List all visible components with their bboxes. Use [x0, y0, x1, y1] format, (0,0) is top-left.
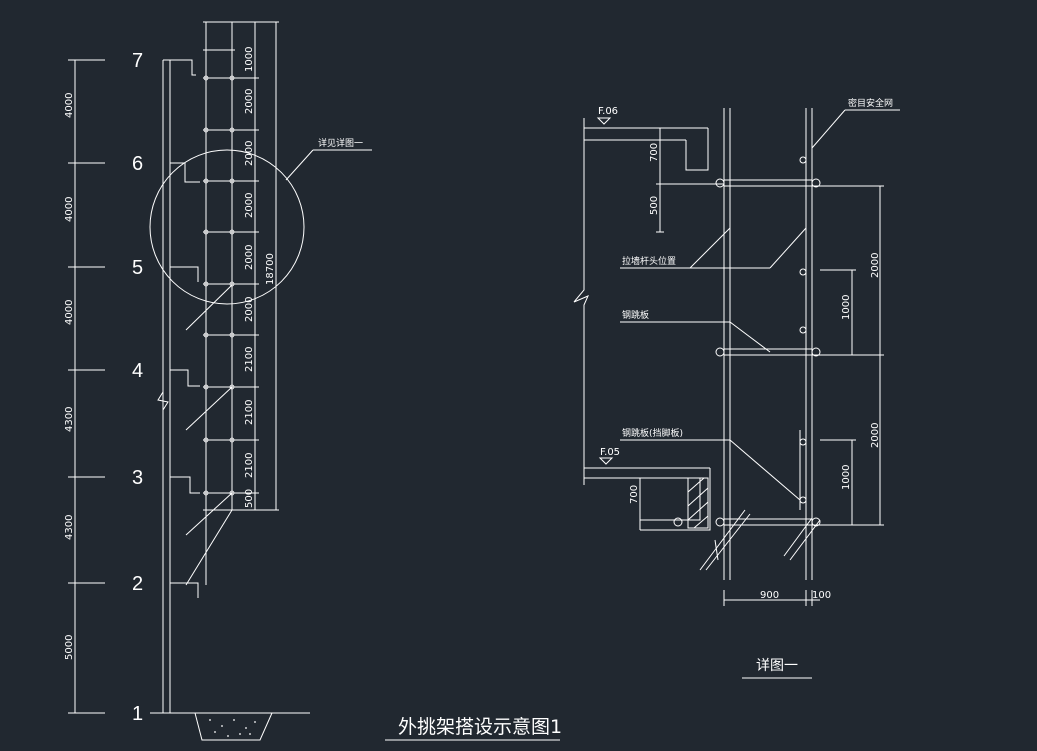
dim-1000-bot: 1000 — [841, 465, 852, 490]
floor-number-labels: 7 6 5 4 3 2 1 — [132, 50, 143, 725]
lower-bracing — [699, 509, 821, 571]
foundation-hatch — [209, 719, 256, 737]
detail-dimension-labels: 700 500 700 2000 1000 2000 1000 900 100 — [629, 143, 881, 601]
floor-label-5: 5 — [132, 257, 143, 279]
scaffold-total-dim: 18700 — [265, 253, 276, 285]
scaffold-dim-0: 500 — [244, 489, 255, 508]
floor-label-6: 6 — [132, 153, 143, 175]
scaffold-dim-4: 2000 — [244, 297, 255, 322]
storey-dim-5-6: 4000 — [64, 197, 75, 222]
scaffold-couplers — [203, 75, 235, 496]
net-leader — [811, 109, 846, 149]
storey-dim-6-7: 4000 — [64, 93, 75, 118]
storey-dim-4-5: 4000 — [64, 300, 75, 325]
dim-2000-top: 2000 — [870, 253, 881, 278]
scaffold-dimension-labels: 500 2100 2100 2100 2000 2000 2000 2000 2… — [244, 47, 276, 508]
scaffold-dim-9: 1000 — [244, 47, 255, 72]
left-figure-title: 外挑架搭设示意图1 — [398, 716, 562, 738]
level-marker-f06 — [596, 117, 612, 125]
dim-1000-top: 1000 — [841, 295, 852, 320]
lower-slab-edge — [640, 468, 711, 531]
upper-parapet — [685, 128, 709, 171]
scaffold-dim-8: 2000 — [244, 89, 255, 114]
dim-100: 100 — [812, 590, 831, 601]
parapet — [163, 59, 196, 76]
label-safety-net: 密目安全网 — [848, 97, 893, 109]
right-figure-title: 详图一 — [756, 658, 798, 674]
scaffold-dim-1: 2100 — [244, 453, 255, 478]
storey-dim-3-4: 4300 — [64, 407, 75, 432]
cantilever-beam-hatch — [687, 477, 709, 529]
floor-slabs — [170, 162, 200, 598]
level-label-f05: F.05 — [600, 447, 620, 458]
level-label-f06: F.06 — [598, 106, 618, 117]
dim-lower-700: 700 — [629, 485, 640, 504]
scaffold-dim-2: 2100 — [244, 400, 255, 425]
storey-dim-1-2: 5000 — [64, 635, 75, 660]
label-wall-tie: 拉墙杆头位置 — [622, 255, 676, 267]
building-section-line — [573, 118, 589, 485]
storey-dimension-labels: 5000 4300 4300 4000 4000 4000 — [64, 93, 75, 660]
floor-label-1: 1 — [132, 703, 143, 725]
label-steel-plank: 钢跳板 — [622, 309, 649, 321]
dim-upper-700: 700 — [649, 143, 660, 162]
scaffold-decks — [723, 179, 813, 526]
dim-upper-500: 500 — [649, 196, 660, 215]
floor-label-3: 3 — [132, 467, 143, 489]
scaffold-dim-6: 2000 — [244, 193, 255, 218]
detail-couplers — [673, 156, 821, 527]
right-figure-detail — [573, 108, 900, 606]
callout-leader — [285, 149, 314, 181]
callout-text: 详见详图一 — [318, 137, 363, 149]
detail-callout-circle — [149, 149, 305, 305]
floor-label-2: 2 — [132, 573, 143, 595]
scaffold-ledgers — [203, 21, 279, 511]
label-steel-plank-guard: 钢跳板(挡脚板) — [622, 427, 683, 439]
left-figure-scaffold-elevation — [68, 21, 372, 741]
storey-dim-2-3: 4300 — [64, 515, 75, 540]
dim-2000-bot: 2000 — [870, 423, 881, 448]
diagonal-struts — [185, 284, 233, 586]
scaffold-dim-3: 2100 — [244, 347, 255, 372]
dim-900: 900 — [760, 590, 779, 601]
floor-label-4: 4 — [132, 360, 143, 382]
scaffold-dim-7: 2000 — [244, 141, 255, 166]
scaffold-dim-5: 2000 — [244, 245, 255, 270]
floor-label-7: 7 — [132, 50, 143, 72]
break-mark — [157, 391, 169, 411]
floor-level-ticks — [68, 59, 105, 714]
level-marker-f05 — [598, 457, 614, 465]
foundation — [194, 712, 273, 741]
